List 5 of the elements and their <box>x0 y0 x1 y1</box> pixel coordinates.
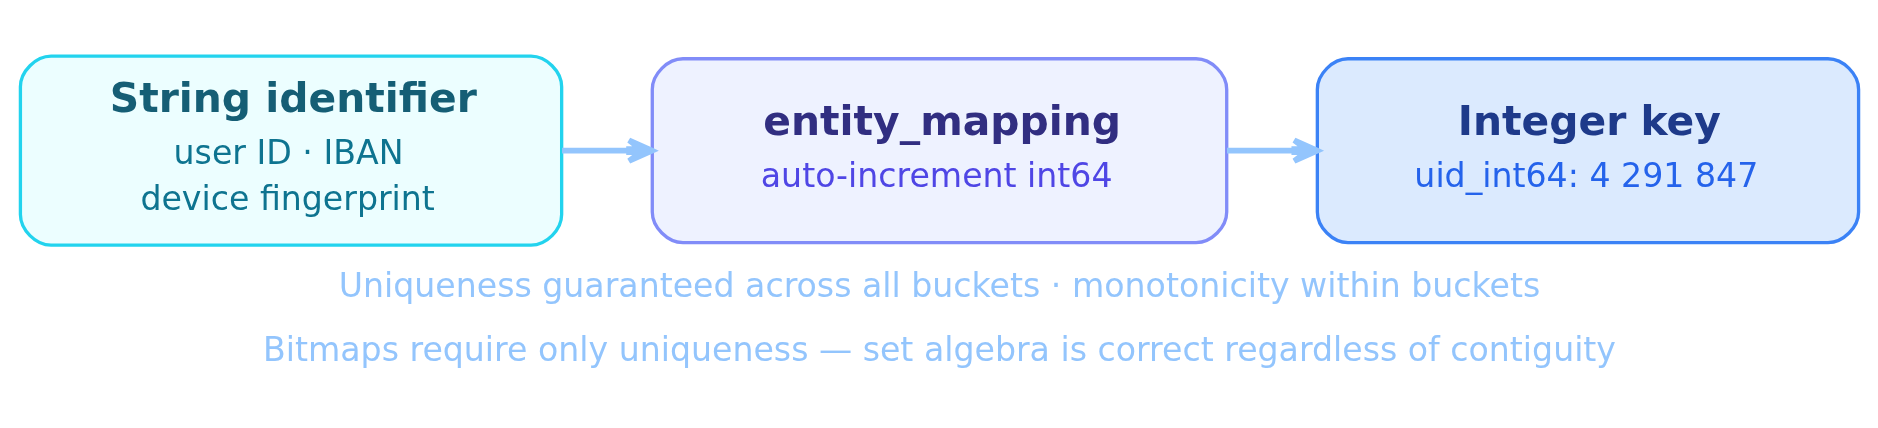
node-box: Integer key uid_int64: 4 291 847 <box>1315 56 1860 244</box>
label: Uniqueness guaranteed across all buckets · monotonicity within buckets <box>338 265 1540 305</box>
node-box: entity_mapping auto-increment int64 <box>650 56 1228 244</box>
node-box: String identifier user ID · IBAN device fingerprint <box>18 54 563 247</box>
label: Bitmaps require only uniqueness — set algebra is correct regardless of contiguity <box>262 329 1616 369</box>
